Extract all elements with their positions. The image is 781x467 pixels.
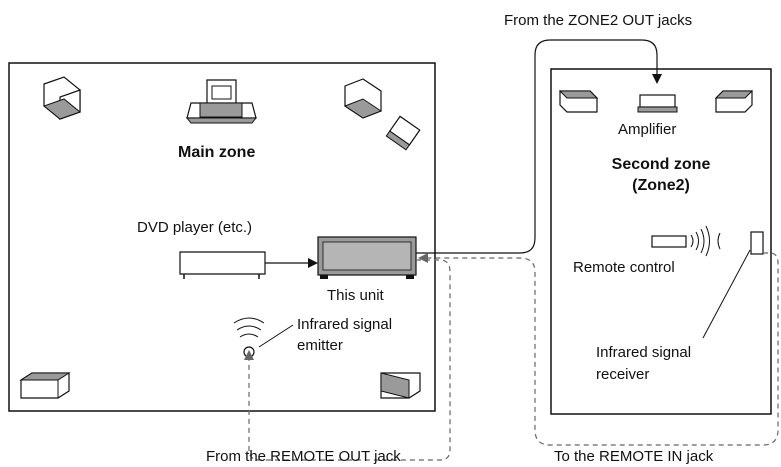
remote-control-label: Remote control (573, 259, 675, 276)
zone2-label: (Zone2) (632, 177, 690, 194)
this-unit-label: This unit (327, 287, 384, 304)
remote-in-label: To the REMOTE IN jack (554, 448, 714, 465)
ir-emitter-label-2: emitter (297, 337, 343, 354)
ir-emitter-label-1: Infrared signal (297, 316, 393, 333)
remote-in-dashed-line (418, 252, 779, 446)
main-zone-label: Main zone (178, 144, 256, 161)
speaker-surround-right (380, 372, 421, 399)
ir-receiver-leader (702, 249, 751, 339)
remote-control-icon (651, 225, 710, 257)
ir-emitter-leader (258, 324, 294, 348)
zone2-out-label: From the ZONE2 OUT jacks (504, 12, 693, 29)
zone2-speaker-right (714, 90, 754, 113)
zone2-speaker-left (558, 90, 599, 113)
speaker-center (185, 79, 258, 124)
this-unit (317, 236, 417, 279)
zone2-out-line (416, 39, 662, 254)
second-zone-room (550, 68, 772, 415)
speaker-subwoofer (385, 115, 421, 151)
speaker-front-left (42, 76, 82, 120)
remote-out-label: From the REMOTE OUT jack (206, 448, 401, 465)
ir-receiver-label-1: Infrared signal (596, 344, 692, 361)
speaker-front-right (343, 78, 383, 119)
amplifier-label: Amplifier (618, 121, 677, 138)
remote-out-dashed-line (244, 259, 451, 461)
amplifier (637, 94, 678, 113)
speaker-surround-left (19, 372, 71, 399)
dvd-player (179, 251, 266, 279)
ir-receiver-icon (717, 231, 764, 255)
main-zone-room (8, 62, 436, 412)
dvd-player-label: DVD player (etc.) (137, 219, 253, 236)
second-zone-label: Second zone (611, 156, 711, 173)
ir-receiver-label-2: receiver (596, 366, 650, 383)
ir-emitter-icon (233, 317, 265, 358)
